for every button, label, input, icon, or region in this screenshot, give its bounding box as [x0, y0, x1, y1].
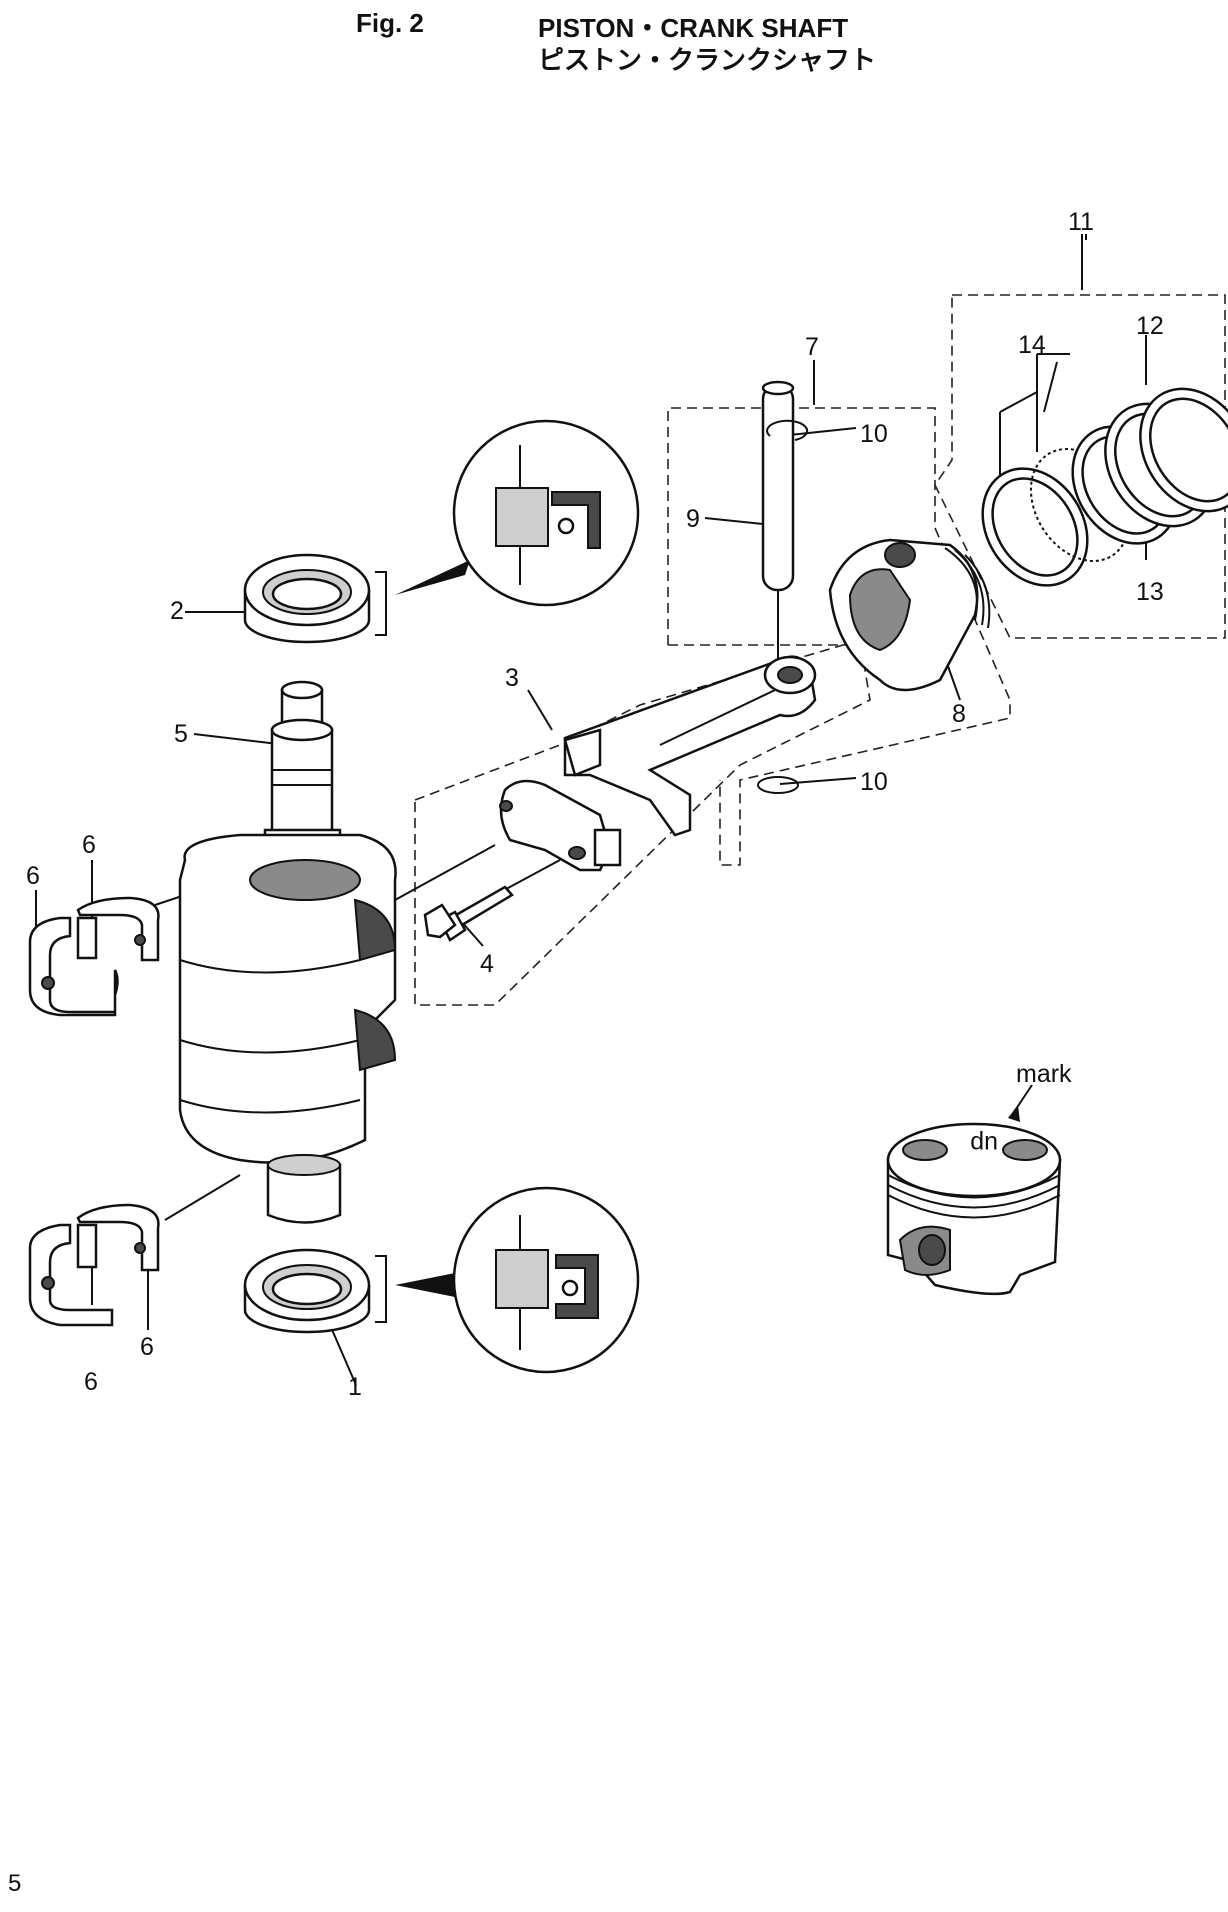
- title-english: PISTON・CRANK SHAFT: [538, 13, 849, 43]
- oil-seal-lower: [243, 1248, 387, 1334]
- clip-upper: [766, 419, 809, 441]
- page-number: 5: [8, 1870, 22, 1897]
- label-4: 4: [480, 950, 494, 978]
- seal-detail-upper: [395, 419, 640, 607]
- label-10-lower: 10: [860, 768, 888, 796]
- label-6-lower-back: 6: [140, 1333, 154, 1361]
- group-box-11: [934, 294, 1226, 639]
- ring-12: [1139, 387, 1228, 513]
- piston-pin: [761, 380, 795, 660]
- bearing-upper-front: [28, 916, 119, 1017]
- figure-number: Fig. 2: [356, 8, 424, 38]
- label-5: 5: [174, 720, 188, 748]
- clip-lower: [757, 776, 799, 794]
- label-12: 12: [1136, 312, 1164, 340]
- con-rod-bolt: [423, 885, 514, 942]
- label-6-lower-front: 6: [84, 1368, 98, 1396]
- crankshaft: [178, 680, 397, 1224]
- label-1: 1: [348, 1373, 362, 1401]
- label-7: 7: [805, 333, 819, 361]
- part-labels: 1 2 3 4 5 6 6 6 6 7 8 9 10 10 11 12 13 1…: [26, 208, 1164, 1401]
- piston-mark-detail: [886, 1105, 1062, 1296]
- title-japanese: ピストン・クランクシャフト: [538, 46, 877, 76]
- label-3: 3: [505, 664, 519, 692]
- bearing-lower-front: [28, 1223, 114, 1327]
- label-13: 13: [1136, 578, 1164, 606]
- connecting-rod-cap: [499, 779, 622, 872]
- label-8: 8: [952, 700, 966, 728]
- label-6-upper-front: 6: [26, 862, 40, 890]
- label-10-upper: 10: [860, 420, 888, 448]
- label-11: 11: [1068, 208, 1094, 236]
- connecting-rod: [563, 655, 817, 837]
- group-box-7: [667, 407, 1011, 866]
- piston: [828, 538, 991, 692]
- label-14: 14: [1018, 331, 1046, 359]
- label-6-upper-back: 6: [82, 831, 96, 859]
- bearing-lower-back: [76, 1203, 160, 1272]
- seal-detail-lower: [395, 1186, 640, 1374]
- label-2: 2: [170, 597, 184, 625]
- bearing-upper-back: [76, 896, 160, 962]
- oil-seal-upper: [243, 553, 387, 644]
- label-piston-up: up: [970, 1130, 998, 1158]
- label-9: 9: [686, 505, 700, 533]
- label-mark: mark: [1016, 1060, 1072, 1088]
